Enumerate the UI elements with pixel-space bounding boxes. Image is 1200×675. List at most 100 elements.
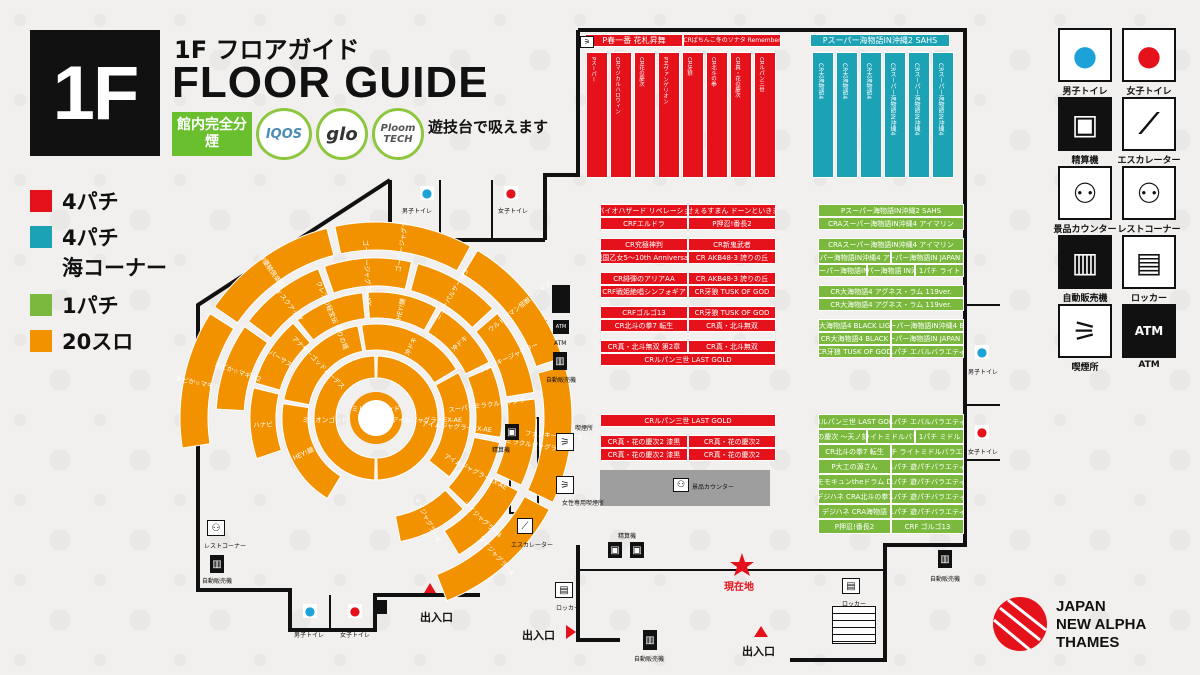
map-inner-walls [329,180,1000,630]
legend-4pachi-sea: 4パチ [30,222,119,252]
womens-toilet-label-2: 女子トイレ [340,632,371,639]
legend-label: 1パチ [62,294,119,318]
green-booth: CR牙狼 TUSK OF GOD [818,345,891,358]
icon-legend-label: ロッカー [1130,294,1167,304]
green-booth: Pスーパー海物語IN沖縄2 SAHS [818,204,964,217]
red-booth: CR究極神判 [600,238,688,251]
slot-bank [361,323,458,384]
slot-bank [367,291,438,332]
slot-bank [527,365,573,503]
mens-toilet-label: 男子トイレ [402,208,433,215]
entrance-label-bottom: 出入口 [742,645,775,658]
iqos-logo: IQOS [256,108,312,160]
slot-bank [475,312,535,398]
slot-bank [254,322,311,391]
slot-bank [495,398,537,486]
escalator-map-icon: ⟋ [517,518,533,534]
smoking-area-icon: ⚞ [1058,304,1112,358]
locker-map-icon-2: ▤ [842,578,860,594]
womens-toilet-icon-glyph: ● [1136,38,1162,72]
red-machine-column-label: Pスーパー [590,57,596,83]
red-machine-column-label: CRルパン三世 [758,57,764,93]
red-booth: CR笑ゥせぇるすまん ドーンといきまSHOW [688,204,776,217]
red-booth: CR新鬼武者 [688,238,776,251]
teal-machine-column: CRスーパー海物語IN沖縄4 [932,52,954,178]
vending-machine-icon: ▥ [1058,235,1112,289]
red-machine-column-label: CR花の慶次 [638,57,644,87]
red-booth: CR真・北斗無双 [688,340,776,353]
teal-machine-column: CR大海物語4 [812,52,834,178]
icon-legend-label: ATM [1138,360,1160,370]
womens-toilet-icon: ● [504,186,518,200]
legend-swatch [30,190,52,212]
green-booth: 1パチ 遊パチバラエティ [891,459,964,474]
slot-bank-label: アイムジャグラーEX-AE [391,416,463,424]
smoke-note: 遊技台で吸えます [428,118,549,136]
red-booth: CR真・花の慶次2 [688,448,776,461]
red-booth: CRルパン三世 LAST GOLD [600,414,776,427]
legend-label: 4パチ [62,190,119,214]
slot-bank [281,403,342,500]
slot-bank [409,262,494,329]
icon-legend-label: 女子トイレ [1126,87,1172,97]
slot-bank [215,325,269,412]
teal-machine-column: CRスーパー海物語IN沖縄4 [908,52,930,178]
brand-line: THAMES [1056,634,1120,651]
rest-corner-icon-glyph: ⚇ [1136,176,1162,210]
green-booth: P大工の源さん [818,459,891,474]
locker-map-label: ロッカー [556,605,581,612]
prize-counter-map-label: 景品カウンター [692,484,735,491]
vending-map-label-2: 自動販売機 [202,578,233,585]
vending-map-icon-5: ▥ [938,550,952,568]
red-booth: CR真・北斗無双 [688,319,776,332]
smoking-area-icon-glyph: ⚞ [1072,314,1098,348]
teal-machine-column: CRスーパー海物語IN沖縄4 [884,52,906,178]
green-booth: 1パチ エバルバラエティ [891,414,964,429]
red-booth: CR北斗の拳7 転生 [600,319,688,332]
floor-badge: 1F [30,30,160,156]
teal-machine-column-label: CR大海物語4 [865,63,872,100]
atm-icon: ATM [1122,304,1176,358]
smoke-separation-badge: 館内完全分煙 [172,112,252,156]
atm-icon-glyph: ATM [1134,324,1164,338]
legend-label: 4パチ [62,226,119,250]
slot-bank [427,309,490,375]
green-booth: CR大海物語4 アグネス・ラム 119ver. [818,285,964,298]
red-booth: CRF戦姫絶唱シンフォギア [600,285,688,298]
exchange-map-icon: ▣ [505,424,519,440]
icon-legend-label: 喫煙所 [1071,363,1099,373]
exchange-map-label-2: 精算機 [618,533,637,540]
locker-icon-glyph: ▤ [1135,245,1163,279]
red-machine-column-label: Pヱヴァンゲリオン [662,57,668,105]
womens-toilet-label-3: 女子トイレ [968,449,999,456]
mens-toilet-label-2: 男子トイレ [294,632,325,639]
womens-smoking-map-icon: ⚞ [556,476,574,494]
rest-corner-icon: ⚇ [1122,166,1176,220]
exchange-machine-icon-glyph: ▣ [1071,107,1099,141]
slot-bank [466,366,503,438]
top-header-teal: Pスーパー海物語IN沖縄2 SAHS [810,34,950,47]
slot-bank [247,268,329,339]
slot-bank [323,257,413,294]
top-header-red-1: P春一番 花札昇舞 [585,34,683,47]
entrance-arrow-left [424,583,436,593]
red-machine-column: CR花の慶次 [634,52,656,178]
exchange-map-icon-2: ▣ [608,542,622,558]
mens-toilet-icon-3: ● [975,345,989,359]
current-location-star [730,553,754,576]
red-machine-column: CR牙狼 [682,52,704,178]
green-booth: PAモモキュンtheドラム DLA [818,474,891,489]
green-booth: デジハネ CRA海物語 [818,504,891,519]
green-booth: CRAスーパー海物語IN沖縄4 アイマリン [818,251,891,264]
red-booth: CRFバイオハザード リベレーションズ [600,204,688,217]
legend-sea-corner: 海コーナー [62,256,167,280]
slot-bank-label: ミリオンゴッド [302,416,348,424]
exchange-machine-icon: ▣ [1058,97,1112,151]
teal-machine-column-label: CRスーパー海物語IN沖縄4 [937,63,944,136]
red-booth: CR真・北斗無双 第2章 [600,340,688,353]
vending-map-label: 自動販売機 [546,377,577,384]
brand-line: NEW ALPHA [1056,616,1147,633]
red-machine-column-label: CR北斗の拳 [710,57,716,87]
red-booth: CR真・花の慶次2 漆黒 [600,435,688,448]
